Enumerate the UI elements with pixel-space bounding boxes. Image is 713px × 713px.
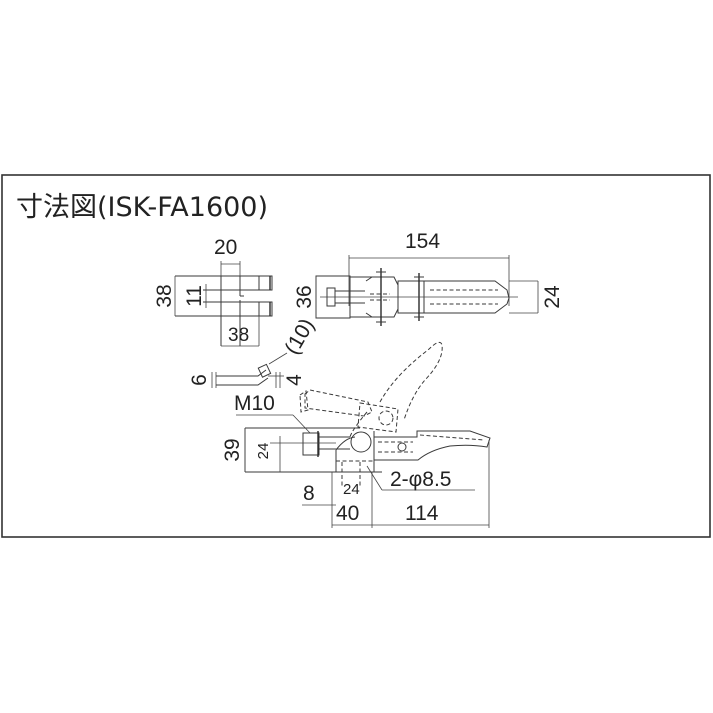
dim-top-length: 154 (405, 230, 440, 253)
dim-handle-tip: 4 (283, 374, 306, 386)
dim-side-height-total: 39 (221, 438, 244, 461)
drawing-title: 寸法図(ISK-FA1600) (16, 192, 268, 223)
drawing-frame (1, 174, 711, 538)
dim-handle-thickness: 6 (188, 374, 211, 386)
handle-detail: 6 4 (10) (188, 315, 319, 388)
side-view: M10 39 24 8 24 (221, 341, 491, 528)
dim-end-height-left: 38 (153, 284, 176, 307)
dim-top-height-left: 36 (293, 285, 316, 308)
dim-end-width-top: 20 (214, 236, 237, 259)
dim-top-height-right: 24 (541, 285, 564, 309)
dim-side-base-length: 40 (336, 502, 359, 525)
dim-side-bolt: M10 (234, 392, 275, 415)
dim-side-holes: 2-φ8.5 (390, 468, 451, 491)
top-view: 154 36 24 (293, 230, 564, 326)
dim-handle-angle: (10) (280, 315, 319, 359)
dim-side-height-inner: 24 (255, 443, 272, 460)
dim-end-slot: 11 (183, 285, 206, 307)
dim-side-offset: 8 (303, 482, 315, 505)
dim-side-hole-spacing: 24 (343, 481, 360, 498)
dim-side-lever-length: 114 (405, 502, 439, 525)
dim-end-base-width: 38 (228, 325, 249, 346)
end-view: 20 38 11 38 (153, 236, 273, 347)
